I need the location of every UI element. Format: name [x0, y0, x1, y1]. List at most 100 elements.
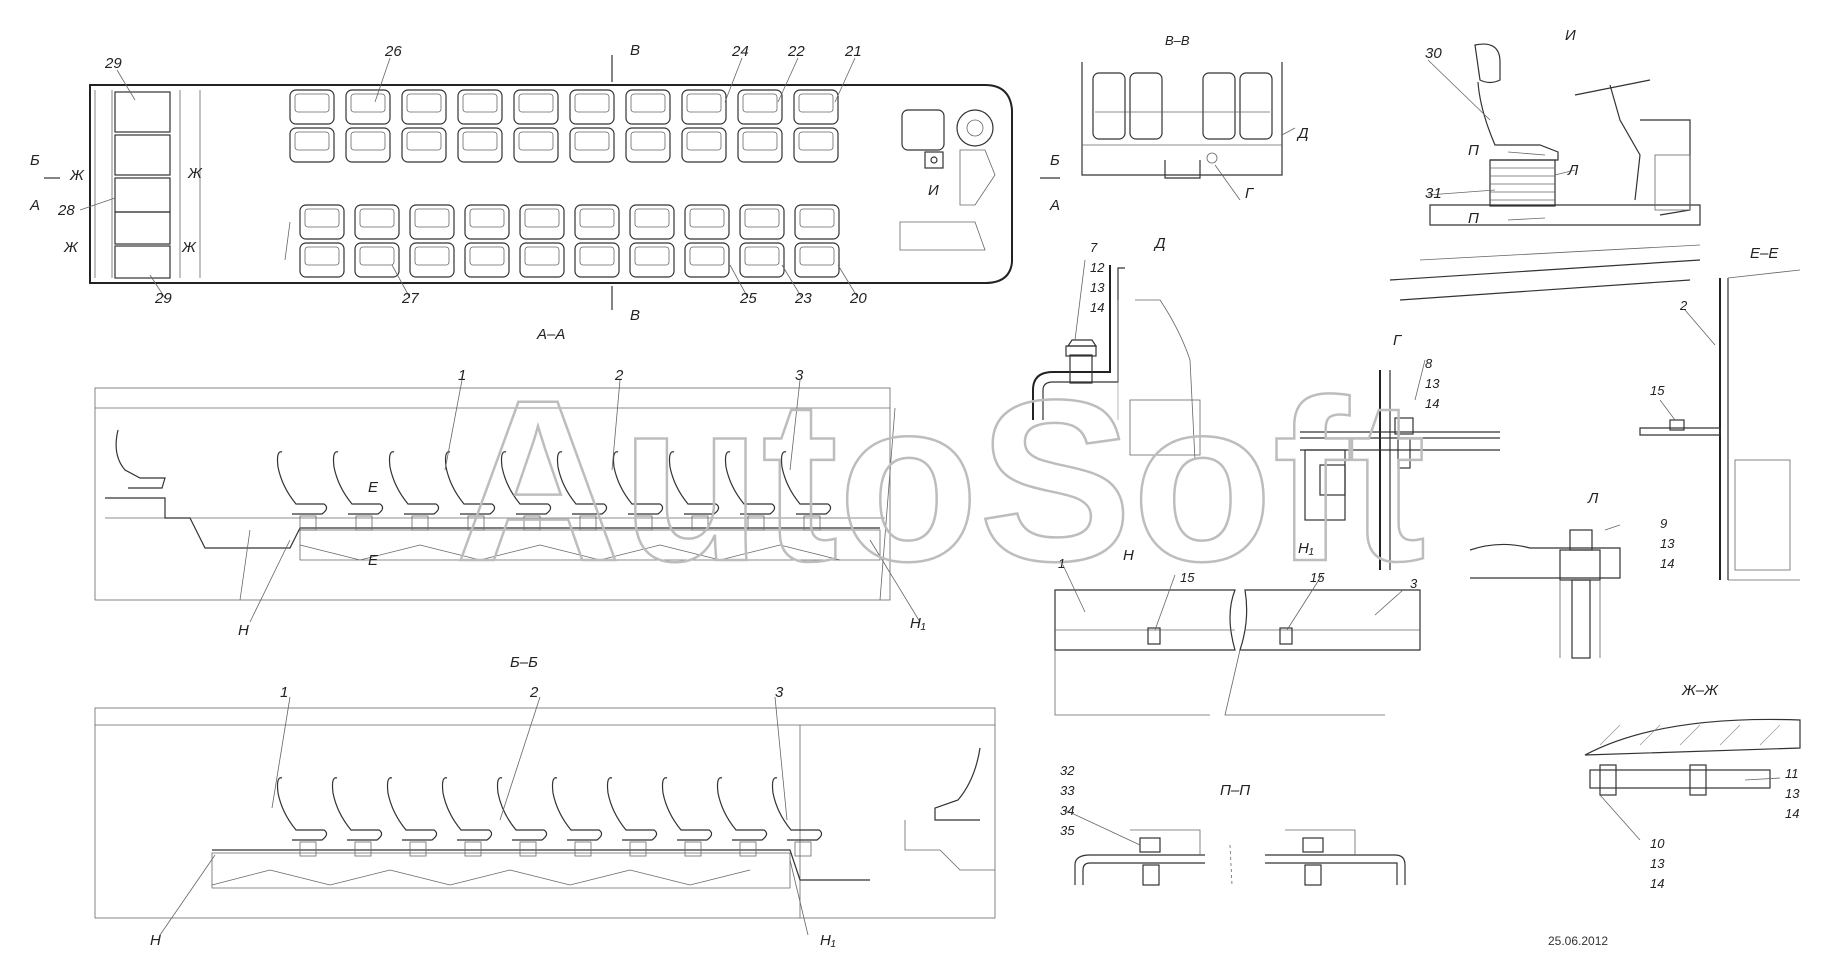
seat: [464, 242, 510, 278]
passenger-seat: [276, 777, 328, 841]
view-v-v: [1081, 62, 1296, 201]
svg-text:30: 30: [1425, 45, 1442, 62]
svg-text:Н: Н: [238, 622, 249, 639]
svg-text:10: 10: [1650, 836, 1665, 851]
seat-row-upper: [289, 89, 839, 163]
passenger-seat: [388, 451, 440, 515]
passenger-seat: [551, 777, 603, 841]
svg-text:13: 13: [1425, 376, 1440, 391]
svg-text:12: 12: [1090, 260, 1105, 275]
seat: [569, 89, 615, 125]
svg-text:В: В: [630, 307, 640, 324]
seat: [354, 242, 400, 278]
seat: [681, 89, 727, 125]
passenger-seat: [724, 451, 776, 515]
svg-text:Е: Е: [368, 479, 379, 496]
passenger-seat: [661, 777, 713, 841]
svg-text:15: 15: [1180, 570, 1195, 585]
seat: [354, 204, 400, 240]
passenger-seat: [496, 777, 548, 841]
svg-text:29: 29: [154, 290, 172, 307]
driver-area: [284, 109, 996, 261]
detail-e-e: [1639, 269, 1801, 581]
view-label-vv: В–В: [1165, 33, 1190, 48]
passenger-seat: [612, 451, 664, 515]
rear-seats: [114, 91, 171, 279]
svg-text:13: 13: [1785, 786, 1800, 801]
seat-row-lower: [299, 204, 840, 278]
section-b-b: [94, 696, 996, 936]
seat: [739, 242, 785, 278]
svg-text:Г: Г: [1245, 185, 1255, 202]
passenger-seat: [716, 777, 768, 841]
seat: [299, 242, 345, 278]
svg-text:28: 28: [57, 202, 75, 219]
seat: [625, 89, 671, 125]
svg-text:33: 33: [1060, 783, 1075, 798]
svg-text:15: 15: [1310, 570, 1325, 585]
seat: [289, 89, 335, 125]
seat: [684, 204, 730, 240]
passenger-seat: [780, 451, 832, 515]
seat: [299, 204, 345, 240]
passenger-seat: [332, 451, 384, 515]
seat: [513, 89, 559, 125]
svg-text:Д: Д: [1296, 125, 1309, 142]
seat: [684, 242, 730, 278]
svg-text:Н₁: Н₁: [910, 615, 926, 632]
seat: [457, 127, 503, 163]
view-label-aa: А–А: [536, 326, 565, 343]
seat: [794, 204, 840, 240]
svg-text:32: 32: [1060, 763, 1075, 778]
svg-text:14: 14: [1090, 300, 1104, 315]
drawing-date: 25.06.2012: [1548, 934, 1608, 948]
svg-text:Ж: Ж: [63, 239, 79, 256]
svg-text:2: 2: [1679, 298, 1688, 313]
svg-text:1: 1: [280, 684, 288, 701]
svg-text:Б: Б: [1050, 152, 1060, 169]
svg-text:3: 3: [1410, 576, 1418, 591]
svg-text:11: 11: [1785, 766, 1799, 781]
passenger-seat: [276, 451, 328, 515]
section-a-a: [94, 379, 921, 623]
passenger-seat: [441, 777, 493, 841]
seat: [519, 204, 565, 240]
view-label-pp: П–П: [1220, 782, 1250, 799]
passenger-seat: [331, 777, 383, 841]
svg-text:13: 13: [1650, 856, 1665, 871]
svg-text:Ж: Ж: [69, 167, 85, 184]
seat: [739, 204, 785, 240]
svg-text:П: П: [1468, 142, 1479, 159]
svg-text:3: 3: [795, 367, 804, 384]
svg-text:2: 2: [529, 684, 539, 701]
svg-text:27: 27: [401, 290, 419, 307]
svg-text:13: 13: [1090, 280, 1105, 295]
svg-text:35: 35: [1060, 823, 1075, 838]
svg-text:31: 31: [1425, 185, 1442, 202]
view-label-n1: Н₁: [1298, 540, 1314, 557]
svg-text:34: 34: [1060, 803, 1074, 818]
view-label-d: Д: [1153, 235, 1166, 252]
seat: [345, 89, 391, 125]
svg-text:1: 1: [1058, 556, 1065, 571]
svg-text:И: И: [928, 182, 939, 199]
svg-text:А: А: [29, 197, 40, 214]
svg-text:7: 7: [1090, 240, 1098, 255]
seat: [409, 242, 455, 278]
svg-text:25: 25: [739, 290, 757, 307]
svg-text:23: 23: [794, 290, 812, 307]
svg-text:14: 14: [1785, 806, 1799, 821]
svg-text:29: 29: [104, 55, 122, 72]
detail-d: [1032, 259, 1201, 461]
detail-n-n1: [1054, 564, 1421, 716]
seat: [401, 89, 447, 125]
seat: [569, 127, 615, 163]
detail-l: [1469, 524, 1621, 659]
seat: [519, 242, 565, 278]
seat: [401, 127, 447, 163]
passenger-seat: [556, 451, 608, 515]
seat: [793, 127, 839, 163]
svg-text:Ж: Ж: [181, 239, 197, 256]
svg-text:21: 21: [844, 43, 862, 60]
passenger-seat: [500, 451, 552, 515]
